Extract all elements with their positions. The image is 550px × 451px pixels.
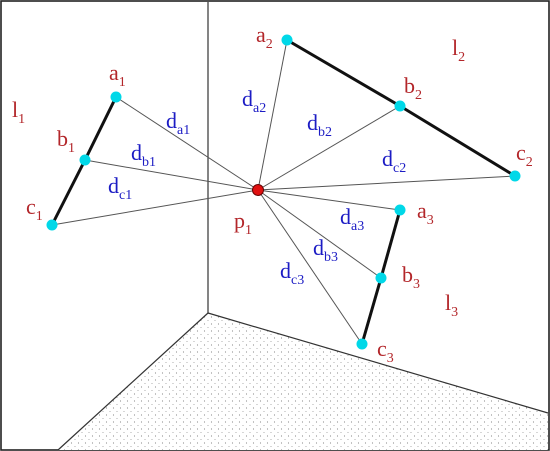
sample-points <box>46 34 521 350</box>
point-b2 <box>394 100 406 112</box>
point-c2 <box>509 170 521 182</box>
label-dc3: dc3 <box>280 258 304 288</box>
label-c1: c1 <box>26 194 43 224</box>
label-db3: db3 <box>313 235 338 265</box>
ray-a3 <box>257 189 401 211</box>
label-c2: c2 <box>516 140 533 170</box>
point-c1 <box>46 219 58 231</box>
label-b2: b2 <box>404 73 422 103</box>
label-b3: b3 <box>402 262 420 292</box>
ray-c1 <box>51 189 259 226</box>
ray-c2 <box>257 175 516 191</box>
label-db2: db2 <box>307 110 332 140</box>
floor-right-edge <box>207 312 549 414</box>
label-da3: da3 <box>340 204 364 234</box>
label-p1: p1 <box>234 208 252 238</box>
label-da2: da2 <box>242 86 266 116</box>
label-a1: a1 <box>109 60 126 90</box>
label-a3: a3 <box>417 198 434 228</box>
label-a2: a2 <box>256 22 273 52</box>
label-c3: c3 <box>377 336 394 366</box>
label-dc1: dc1 <box>108 173 132 203</box>
ray-a2 <box>257 39 288 191</box>
point-b1 <box>79 154 91 166</box>
point-a3 <box>394 204 406 216</box>
point-p1 <box>252 184 264 196</box>
ray-b1 <box>84 159 259 191</box>
ray-a1 <box>115 96 259 191</box>
label-l3: l3 <box>445 290 458 320</box>
label-da1: da1 <box>166 108 190 138</box>
distance-rays <box>51 39 516 345</box>
label-l2: l2 <box>452 35 465 65</box>
point-b3 <box>375 272 387 284</box>
point-a2 <box>281 34 293 46</box>
floor-left-edge <box>57 312 209 451</box>
label-db1: db1 <box>131 140 156 170</box>
point-a1 <box>110 91 122 103</box>
label-b1: b1 <box>57 126 75 156</box>
label-l1: l1 <box>12 97 25 127</box>
ray-c3 <box>257 189 363 345</box>
floor-surface <box>58 313 548 450</box>
ray-b3 <box>257 189 382 279</box>
ray-b2 <box>257 105 401 191</box>
label-dc2: dc2 <box>382 146 406 176</box>
point-c3 <box>356 338 368 350</box>
